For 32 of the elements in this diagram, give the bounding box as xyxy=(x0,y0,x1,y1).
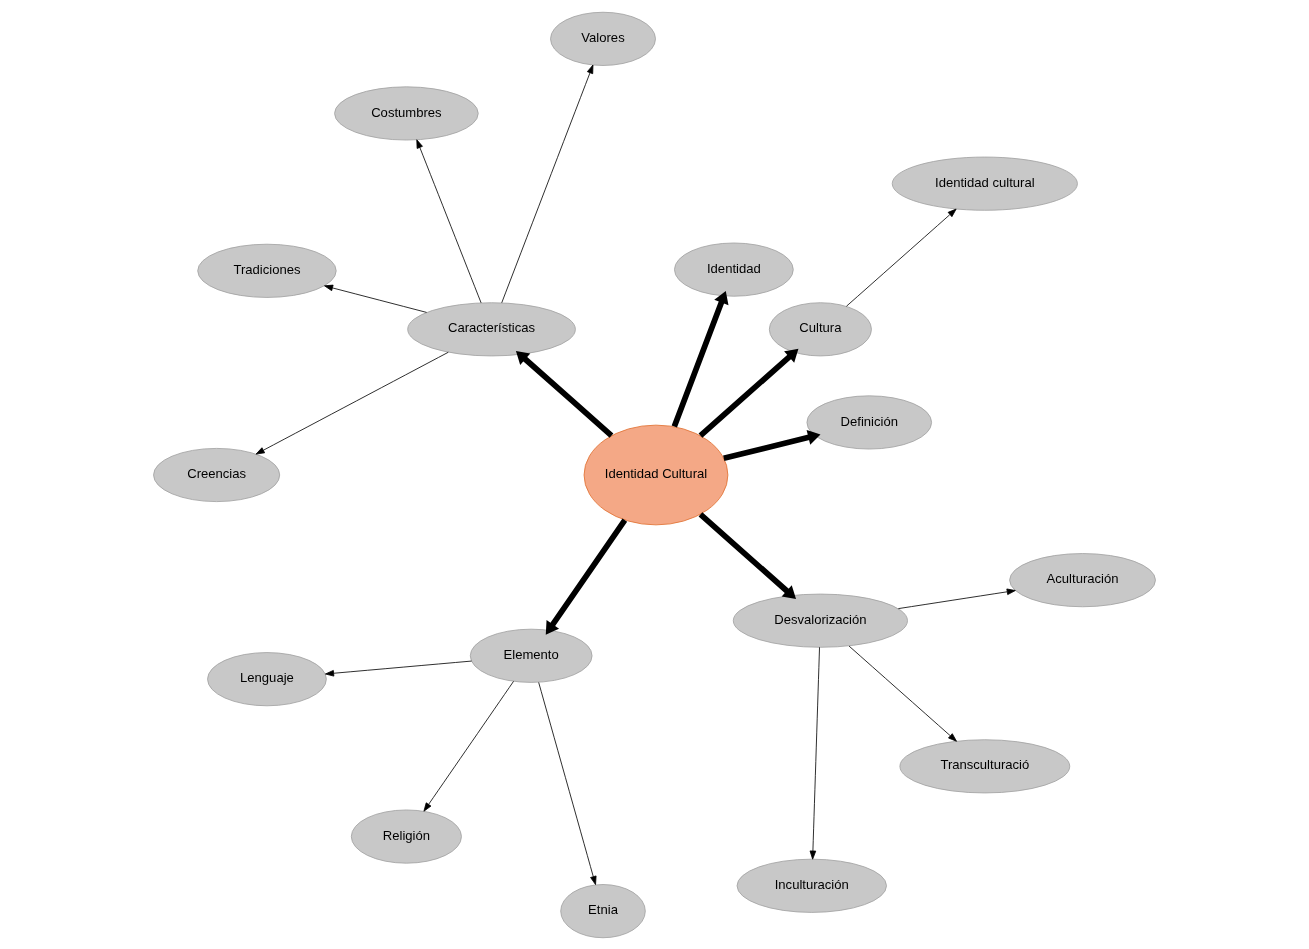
arrow xyxy=(698,511,796,599)
arrow xyxy=(423,680,514,812)
arrow xyxy=(671,290,729,428)
arrow xyxy=(325,660,472,677)
node-ellipse: Identidad cultural xyxy=(891,156,1078,211)
arrow xyxy=(897,588,1016,609)
node-ellipse: Costumbres xyxy=(334,85,479,140)
arrow xyxy=(723,429,821,461)
node-ellipse: Aculturación xyxy=(1009,552,1156,607)
arrow xyxy=(846,208,957,307)
node-ellipse: Inculturación xyxy=(736,858,887,913)
arrow xyxy=(416,138,482,303)
arrow xyxy=(255,351,449,454)
node-ellipse: Cultura xyxy=(768,301,872,356)
node-ellipse: Identidad xyxy=(674,242,794,297)
node-ellipse: Desvalorización xyxy=(732,593,908,648)
arrow xyxy=(545,518,628,635)
node-ellipse: Transculturació xyxy=(899,738,1071,793)
arrow xyxy=(324,284,427,313)
node-ellipse: Identidad Cultural xyxy=(583,424,729,525)
arrow xyxy=(501,64,594,303)
node-ellipse: Elemento xyxy=(469,628,593,683)
node-ellipse: Características xyxy=(407,301,576,356)
arrow xyxy=(698,348,799,438)
node-ellipse: Lenguaje xyxy=(207,651,327,706)
arrow xyxy=(848,645,957,742)
node-ellipse: Valores xyxy=(550,11,656,66)
node-ellipse: Religión xyxy=(350,809,462,864)
arrow xyxy=(809,646,820,860)
node-ellipse: Etnia xyxy=(560,883,646,938)
arrow xyxy=(515,350,614,438)
arrow xyxy=(538,681,597,885)
